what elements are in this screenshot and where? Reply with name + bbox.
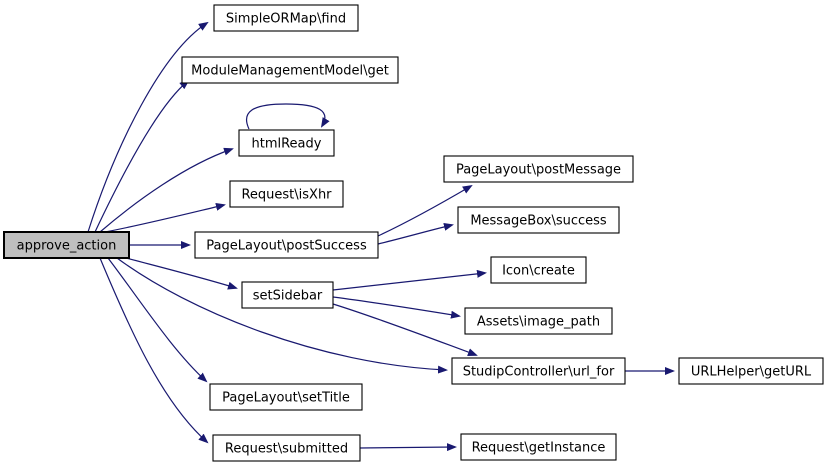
call-edge-approve_action-to-studipcontroller_url_for [116, 257, 448, 374]
graph-node-approve_action: approve_action [3, 231, 130, 259]
node-label: Icon\create [502, 264, 575, 279]
graph-node-request_getinstance[interactable]: Request\getInstance [460, 433, 617, 461]
graph-node-setsidebar[interactable]: setSidebar [241, 281, 334, 309]
call-edge-approve_action-to-setsidebar [125, 257, 238, 290]
node-label: Request\getInstance [472, 441, 606, 456]
node-label: PageLayout\postMessage [456, 163, 621, 178]
node-box[interactable] [678, 357, 824, 385]
call-edge-approve_action-to-htmlready [99, 147, 234, 233]
node-label: StudipController\url_for [463, 365, 615, 380]
node-box[interactable] [213, 4, 359, 32]
graph-node-modulemanagementmodel_get[interactable]: ModuleManagementModel\get [181, 56, 399, 84]
node-box[interactable] [212, 434, 361, 462]
node-box[interactable] [181, 56, 399, 84]
node-box[interactable] [209, 383, 363, 411]
node-box[interactable] [238, 129, 335, 157]
node-label: approve_action [17, 239, 117, 254]
call-edge-pagelayout_postsuccess-to-pagelayout_postmessage [377, 184, 473, 237]
graph-node-studipcontroller_url_for[interactable]: StudipController\url_for [451, 357, 626, 385]
node-label: setSidebar [253, 289, 323, 304]
node-label: htmlReady [252, 137, 322, 152]
graph-node-assets_image_path[interactable]: Assets\image_path [464, 307, 613, 335]
node-box[interactable] [490, 256, 587, 284]
call-edge-approve_action-to-modulemanagementmodel_get [94, 79, 190, 233]
call-edge-approve_action-to-request_submitted [99, 257, 209, 444]
node-label: PageLayout\postSuccess [206, 239, 367, 254]
call-edge-approve_action-to-pagelayout_settitle [107, 257, 208, 383]
node-label: MessageBox\success [470, 214, 607, 229]
graph-node-pagelayout_postsuccess[interactable]: PageLayout\postSuccess [194, 231, 379, 259]
node-box[interactable] [229, 180, 344, 208]
graph-node-pagelayout_settitle[interactable]: PageLayout\setTitle [209, 383, 363, 411]
node-label: Request\submitted [225, 442, 348, 457]
node-box [3, 231, 130, 259]
node-label: SimpleORMap\find [226, 12, 346, 27]
call-edge-approve_action-to-request_isxhr [104, 202, 226, 233]
graph-node-pagelayout_postmessage[interactable]: PageLayout\postMessage [443, 155, 634, 183]
graph-node-icon_create[interactable]: Icon\create [490, 256, 587, 284]
node-box[interactable] [460, 433, 617, 461]
call-edge-setsidebar-to-assets_image_path [332, 296, 461, 319]
graph-node-htmlready[interactable]: htmlReady [238, 129, 335, 157]
call-edge-approve_action-to-simpleormap_find [87, 21, 209, 233]
call-edge-setsidebar-to-studipcontroller_url_for [332, 303, 478, 356]
graph-node-request_submitted[interactable]: Request\submitted [212, 434, 361, 462]
node-label: Request\isXhr [241, 188, 332, 203]
call-edge-pagelayout_postsuccess-to-messagebox_success [377, 222, 454, 245]
node-label: PageLayout\setTitle [222, 391, 350, 406]
node-label: ModuleManagementModel\get [191, 64, 389, 79]
node-box[interactable] [443, 155, 634, 183]
node-label: URLHelper\getURL [691, 365, 812, 380]
node-box[interactable] [241, 281, 334, 309]
call-edge-setsidebar-to-icon_create [332, 269, 487, 291]
graph-node-request_isxhr[interactable]: Request\isXhr [229, 180, 344, 208]
call-edge-request_submitted-to-request_getinstance [359, 443, 457, 452]
call-edge-htmlready-to-htmlready [245, 103, 330, 130]
node-box[interactable] [451, 357, 626, 385]
node-box[interactable] [194, 231, 379, 259]
graph-node-simpleormap_find[interactable]: SimpleORMap\find [213, 4, 359, 32]
node-label: Assets\image_path [477, 315, 600, 330]
node-box[interactable] [464, 307, 613, 335]
node-box[interactable] [457, 206, 620, 234]
graph-node-messagebox_success[interactable]: MessageBox\success [457, 206, 620, 234]
graph-node-urlhelper_geturl[interactable]: URLHelper\getURL [678, 357, 824, 385]
